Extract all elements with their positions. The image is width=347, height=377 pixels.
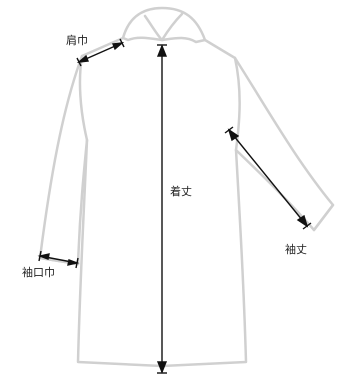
coat-collar	[121, 6, 207, 44]
sleeve-length-arrow	[224, 126, 312, 230]
cuff-width-label: 袖口巾	[22, 266, 55, 279]
cuff-width-arrow	[37, 250, 80, 269]
right-sleeve	[233, 56, 335, 232]
coat-body-right	[160, 38, 248, 368]
total-length-label: 着丈	[170, 185, 192, 198]
sleeve-length-label: 袖丈	[285, 243, 307, 256]
coat-body-left	[76, 36, 164, 368]
shoulder-width-arrow	[76, 38, 125, 67]
shoulder-width-label: 肩巾	[66, 34, 88, 47]
total-length-arrow	[156, 44, 168, 374]
